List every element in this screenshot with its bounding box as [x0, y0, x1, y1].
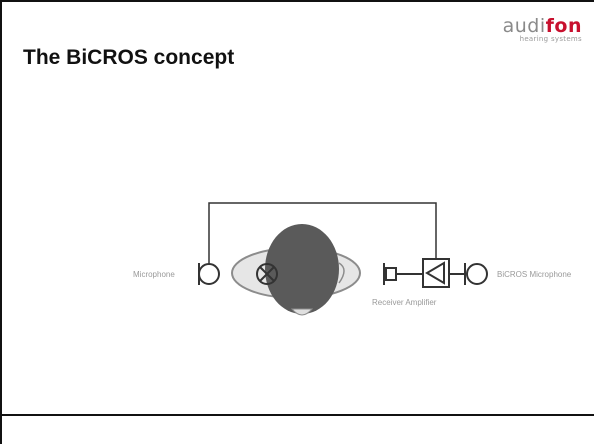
connection-wire	[208, 202, 437, 269]
logo-tagline: hearing systems	[519, 35, 582, 43]
ear-icon	[338, 262, 345, 284]
microphone-icon	[198, 263, 220, 285]
logo-wordmark: audifon	[482, 15, 582, 37]
label-bicros-microphone: BiCROS Microphone	[497, 270, 572, 279]
logo-wordmark-part1: audi	[502, 15, 546, 37]
label-microphone: Microphone	[133, 270, 175, 279]
slide-title: The BiCROS concept	[23, 46, 235, 69]
bicros-diagram: Microphone Receiver Amplifier BiCROS Mic…	[133, 202, 572, 316]
label-receiver-amplifier: Receiver Amplifier	[372, 298, 437, 307]
receiver-icon	[383, 263, 422, 285]
audifon-logo: audifon hearing systems	[482, 15, 582, 59]
logo-wordmark-part2: fon	[545, 15, 582, 37]
nose-icon	[290, 308, 314, 316]
crossed-circle-icon	[256, 263, 278, 285]
head-icon	[265, 224, 339, 314]
microphone-icon	[464, 263, 488, 285]
footer-rule	[2, 414, 594, 416]
amplifier-icon	[422, 245, 464, 288]
